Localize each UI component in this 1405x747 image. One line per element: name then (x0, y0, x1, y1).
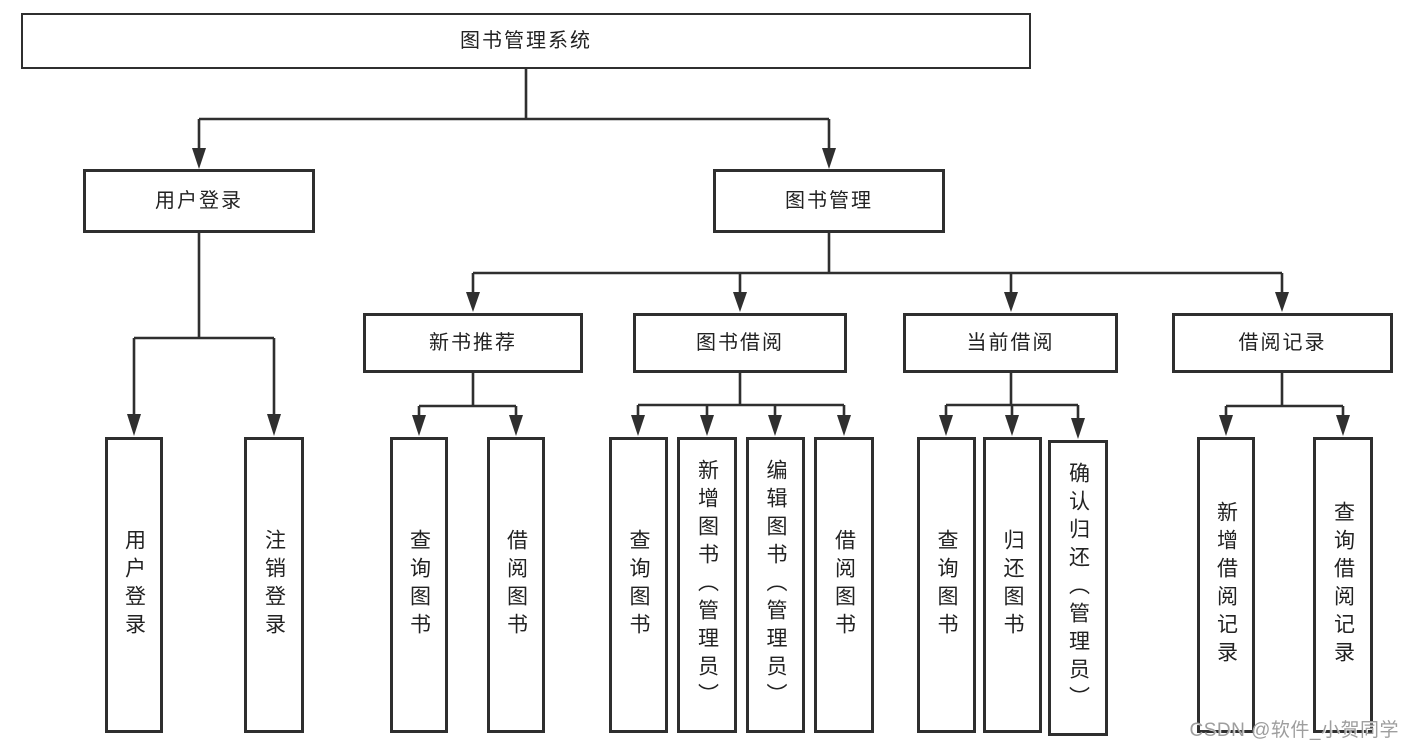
leaf-add-books-admin: 新增图书（管理员） (677, 437, 737, 733)
leaf-query-borrow-record: 查询借阅记录 (1313, 437, 1373, 733)
node-label: 归还图书 (1001, 529, 1024, 641)
node-label: 图书借阅 (696, 332, 784, 354)
leaf-user-login: 用户登录 (105, 437, 163, 733)
node-label: 查询图书 (935, 529, 958, 641)
node-user-login: 用户登录 (83, 169, 315, 233)
node-current-borrowing: 当前借阅 (903, 313, 1118, 373)
node-label: 编辑图书（管理员） (764, 459, 787, 711)
leaf-borrow-books-borrowing: 借阅图书 (814, 437, 874, 733)
leaf-query-books-current: 查询图书 (917, 437, 976, 733)
node-new-book-recommend: 新书推荐 (363, 313, 583, 373)
node-label: 新增图书（管理员） (695, 459, 719, 711)
node-label: 借阅记录 (1238, 332, 1327, 354)
node-book-management: 图书管理 (713, 169, 945, 233)
node-label: 查询借阅记录 (1331, 501, 1355, 669)
connector-path (132, 69, 1345, 420)
leaf-confirm-return-admin: 确认归还（管理员） (1048, 440, 1108, 736)
node-label: 图书管理 (785, 190, 873, 212)
node-book-borrowing: 图书借阅 (633, 313, 847, 373)
node-borrowing-records: 借阅记录 (1172, 313, 1393, 373)
node-label: 用户登录 (155, 190, 243, 212)
node-label: 确认归还（管理员） (1066, 462, 1090, 714)
node-label: 注销登录 (262, 529, 286, 641)
node-label: 借阅图书 (504, 529, 528, 641)
node-label: 当前借阅 (966, 332, 1055, 354)
node-label: 查询图书 (627, 529, 650, 641)
leaf-query-books-borrowing: 查询图书 (609, 437, 668, 733)
leaf-borrow-books-recommend: 借阅图书 (487, 437, 545, 733)
node-root: 图书管理系统 (21, 13, 1031, 69)
watermark: CSDN @软件_小贺同学 (1189, 720, 1399, 741)
node-label: 新增借阅记录 (1214, 501, 1238, 669)
leaf-return-books: 归还图书 (983, 437, 1042, 733)
arrowheads-path (127, 148, 1350, 439)
leaf-add-borrow-record: 新增借阅记录 (1197, 437, 1255, 733)
leaf-logout: 注销登录 (244, 437, 304, 733)
node-label: 借阅图书 (832, 529, 856, 641)
node-label: 图书管理系统 (460, 30, 592, 52)
node-label: 新书推荐 (429, 332, 517, 354)
leaf-query-books-recommend: 查询图书 (390, 437, 448, 733)
leaf-edit-books-admin: 编辑图书（管理员） (746, 437, 805, 733)
node-label: 用户登录 (122, 529, 146, 641)
node-label: 查询图书 (407, 529, 431, 641)
